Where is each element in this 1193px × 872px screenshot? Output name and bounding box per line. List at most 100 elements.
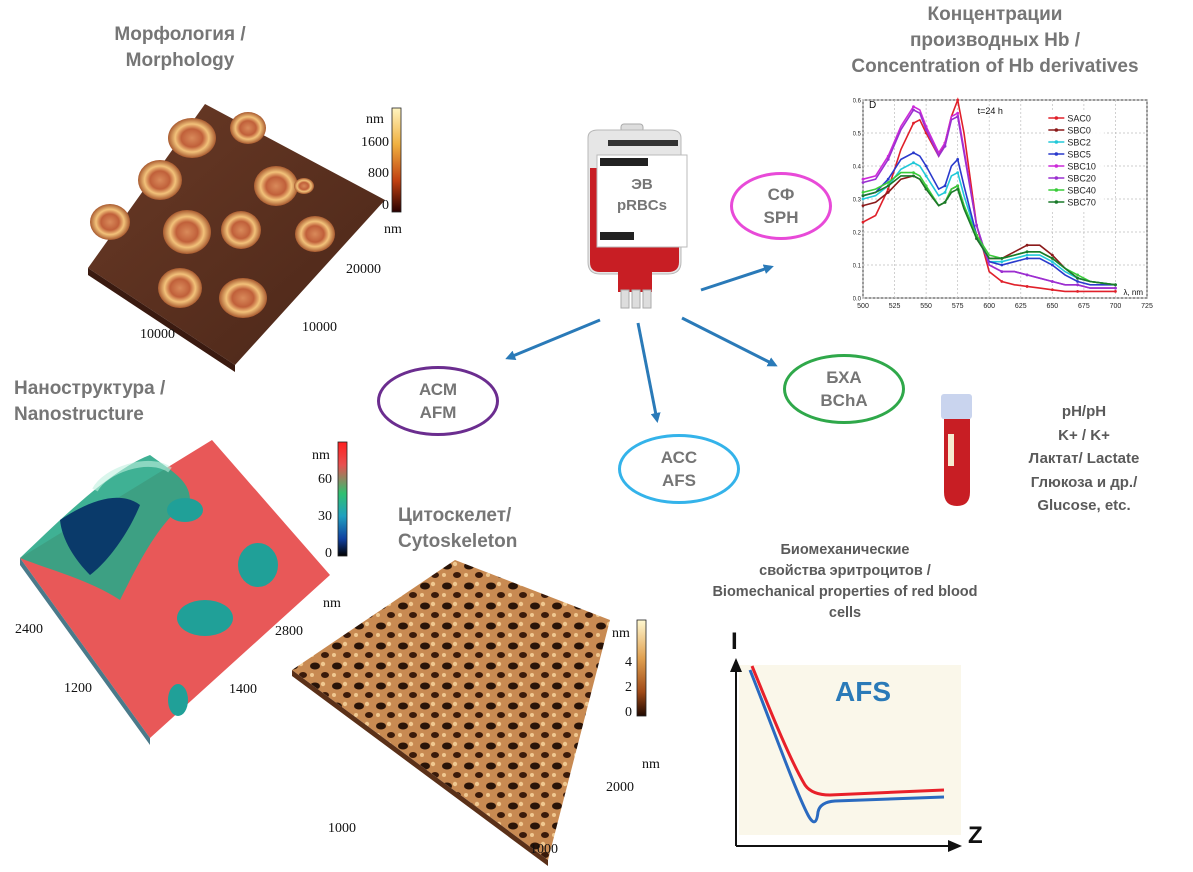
concentration-caption-line2: производных Hb / xyxy=(909,30,1081,51)
chart-y-tick-label: 0.4 xyxy=(853,165,862,171)
nano-axis-tick-2800: 2800 xyxy=(275,624,303,639)
param-lactate: Лактат/ Lactate xyxy=(1028,450,1140,467)
chart-point xyxy=(861,220,865,224)
biomechanics-caption-line4: cells xyxy=(828,605,862,621)
morphology-surface xyxy=(88,104,385,372)
chart-point xyxy=(1050,260,1054,264)
param-glucose-en: Glucose, etc. xyxy=(1037,497,1131,514)
blood-bag-label: ЭВ pRBCs xyxy=(604,174,680,216)
chart-legend-marker xyxy=(1054,140,1059,144)
blood-bag xyxy=(587,123,688,309)
biomechanics-caption: Биомеханические свойства эритроцитов / B… xyxy=(680,540,1010,624)
chart-x-tick-label: 675 xyxy=(1078,303,1090,310)
chart-y-axis-label: D xyxy=(869,100,876,111)
chart-y-tick-label: 0.1 xyxy=(853,264,862,270)
chart-point xyxy=(861,197,865,201)
cyto-axis-unit: nm xyxy=(642,757,660,772)
blood-bag-label-en: pRBCs xyxy=(616,197,667,214)
chart-point xyxy=(943,200,947,204)
chart-point xyxy=(886,191,890,194)
chart-y-tick-label: 0.6 xyxy=(853,99,862,105)
chart-point xyxy=(1000,270,1004,273)
chart-legend-marker xyxy=(1054,152,1059,156)
concentration-caption-line3: Concentration of Hb derivatives xyxy=(851,56,1139,77)
chart-series-line-sbc5 xyxy=(862,151,1116,286)
chart-point xyxy=(1114,283,1117,287)
cytoskeleton-caption: Цитоскелет/ Cytoskeleton xyxy=(398,503,558,555)
chart-point xyxy=(924,128,928,132)
param-glucose-ru: Глюкоза и др./ xyxy=(1030,473,1138,491)
chart-point xyxy=(1114,290,1117,293)
chart-legend-label: SAC0 xyxy=(1067,114,1091,124)
chart-point xyxy=(956,98,960,102)
chart-y-tick-label: 0.5 xyxy=(853,132,862,138)
chart-legend-label: SBC20 xyxy=(1067,174,1096,184)
chart-legend-label: SBC2 xyxy=(1067,138,1091,148)
param-ph: pH/pH xyxy=(1061,403,1107,420)
afs-label-ru: АСС xyxy=(660,448,698,467)
chart-y-tick-label: 0.3 xyxy=(853,198,862,204)
cyto-axis-tick-1000-right: 1000 xyxy=(530,842,558,857)
chart-x-tick-label: 625 xyxy=(1015,303,1027,310)
chart-point xyxy=(1025,273,1029,277)
chart-point xyxy=(861,191,865,194)
cytoskeleton-surface xyxy=(292,560,610,866)
arrows xyxy=(505,264,778,423)
chart-legend-marker xyxy=(1054,164,1059,168)
morph-cb-tick-high: 1600 xyxy=(361,135,389,150)
bcha-label-ru: БХА xyxy=(826,368,862,387)
chart-point xyxy=(1076,276,1079,280)
chart-legend-label: SBC5 xyxy=(1067,150,1091,160)
nano-cb-unit: nm xyxy=(312,448,330,463)
afm-label-en: AFM xyxy=(419,403,457,422)
chart-point xyxy=(1000,263,1004,267)
chart-point xyxy=(1025,285,1029,288)
afs-retract-curve xyxy=(748,669,945,824)
morphology-caption-en: Morphology xyxy=(125,50,235,71)
chart-point xyxy=(1076,290,1079,293)
morph-cb-tick-mid: 800 xyxy=(368,166,389,181)
chart-x-tick-label: 700 xyxy=(1110,303,1122,310)
chart-point xyxy=(912,151,915,155)
afs-y-axis-label: I xyxy=(731,628,738,655)
chart-legend-label: SBC0 xyxy=(1067,126,1091,136)
concentration-caption: Концентрации производных Hb / Concentrat… xyxy=(830,2,1160,80)
cyto-cb-tick-low: 0 xyxy=(625,705,632,720)
chart-point xyxy=(1025,250,1029,254)
blood-bag-label-ru: ЭВ xyxy=(631,176,653,193)
chart-x-tick-label: 550 xyxy=(920,303,932,310)
chart-point xyxy=(924,174,928,178)
chart-x-tick-label: 525 xyxy=(889,303,901,310)
chart-series-line-sbc2 xyxy=(862,161,1116,286)
chart-point xyxy=(912,121,915,125)
chart-point xyxy=(1025,253,1029,257)
cytoskeleton-caption-en: Cytoskeleton xyxy=(398,531,518,552)
chart-point xyxy=(1050,253,1054,257)
chart-x-tick-label: 650 xyxy=(1046,303,1058,310)
chart-point xyxy=(975,237,978,241)
nanostructure-colorbar xyxy=(337,441,348,557)
cyto-axis-tick-2000: 2000 xyxy=(606,780,634,795)
chart-legend-label: SBC10 xyxy=(1067,162,1096,172)
chart-point xyxy=(912,174,915,178)
chart-point xyxy=(886,177,890,181)
chart-legend-label: SBC70 xyxy=(1067,198,1096,208)
cyto-cb-tick-mid: 2 xyxy=(625,680,632,695)
chart-point xyxy=(1050,280,1054,283)
morph-cb-tick-low: 0 xyxy=(382,198,389,213)
sph-label-en: SPH xyxy=(763,208,799,227)
chart-point xyxy=(1025,243,1029,247)
chart-point xyxy=(975,224,978,227)
morph-axis-unit: nm xyxy=(384,222,402,237)
chart-annotation: t=24 h xyxy=(978,106,1003,116)
chart-point xyxy=(1076,283,1079,287)
chart-point xyxy=(886,158,890,161)
chart-legend-marker xyxy=(1054,188,1059,192)
chart-point xyxy=(886,184,890,188)
biomechanics-caption-line3: Biomechanical properties of red blood xyxy=(712,584,978,600)
nano-axis-tick-1400: 1400 xyxy=(229,682,257,697)
chart-point xyxy=(943,184,947,188)
chart-legend-marker xyxy=(1054,128,1059,132)
chart-x-tick-label: 500 xyxy=(857,303,869,310)
